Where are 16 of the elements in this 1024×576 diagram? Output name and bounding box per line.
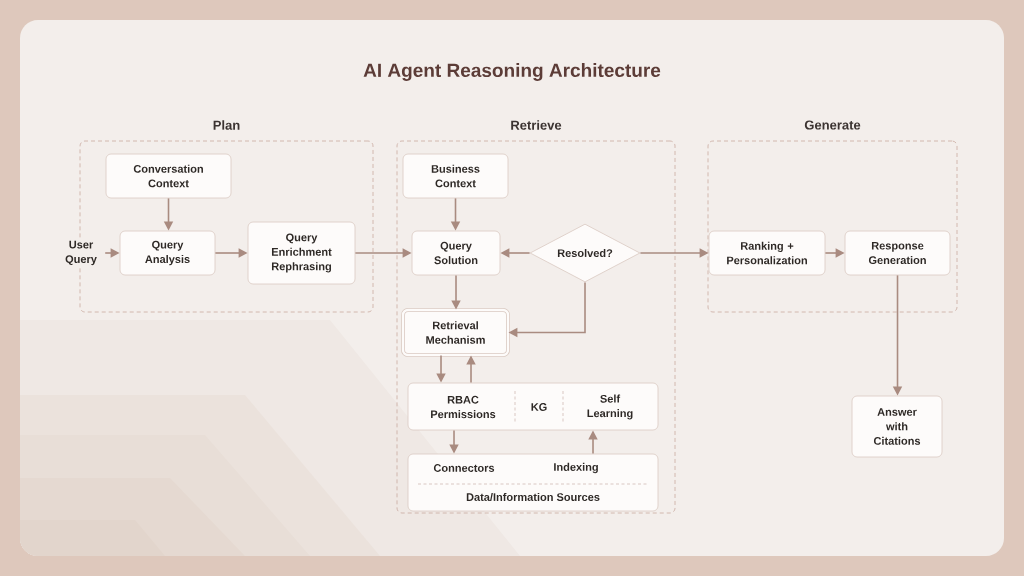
process-box: Connectors Indexing Data/Information Sources xyxy=(407,453,659,512)
process-box: Retrieval Mechanism xyxy=(401,308,510,357)
process-box: Conversation Context xyxy=(105,153,232,199)
process-box: Business Context xyxy=(402,153,509,199)
process-box: Query Enrichment Rephrasing xyxy=(247,221,356,285)
process-box: Answer with Citations xyxy=(851,395,943,458)
section-heading: Plan xyxy=(213,120,240,130)
text-label: User Query xyxy=(57,238,105,268)
section-heading: Retrieve xyxy=(511,120,562,130)
process-box: Response Generation xyxy=(844,230,951,276)
process-box: Ranking + Personalization xyxy=(708,230,826,276)
title: AI Agent Reasoning Architecture xyxy=(363,63,661,81)
process-box: Query Analysis xyxy=(119,230,216,276)
process-box: Query Solution xyxy=(411,230,501,276)
section-heading: Generate xyxy=(804,120,861,130)
process-box: RBAC Permissions KG Self Learning xyxy=(407,382,659,431)
